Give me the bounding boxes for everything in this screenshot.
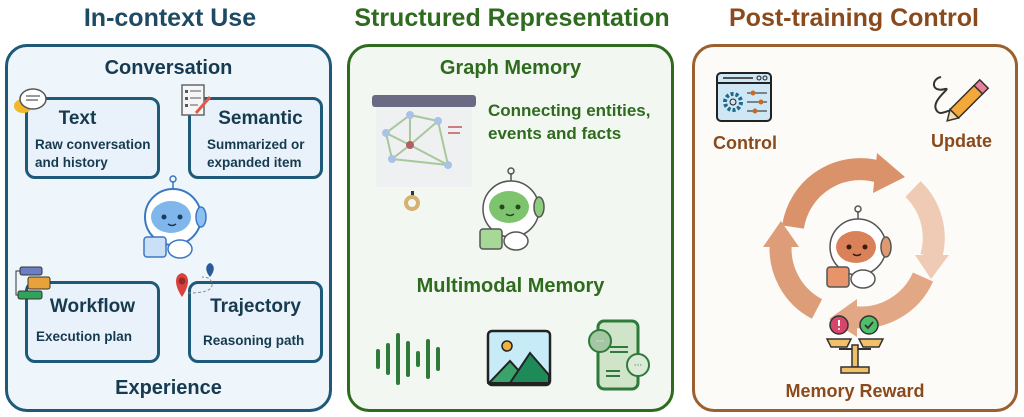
post-training-control-panel: Control Update (692, 44, 1018, 412)
image-landscape-icon (486, 329, 552, 387)
robot-mascot-green (479, 167, 545, 251)
structured-representation-title: Structured Representation (354, 4, 670, 32)
memory-reward-label: Memory Reward (785, 381, 925, 401)
svg-text:···: ··· (634, 361, 643, 371)
balance-scale-icon (825, 315, 885, 374)
trajectory-box: Trajectory Reasoning path (188, 281, 323, 363)
settings-panel-icon (716, 72, 772, 122)
graph-memory-label: Graph Memory (439, 57, 582, 79)
update-label: Update (931, 131, 993, 151)
graph-desc-line-1: Connecting entities, (488, 101, 651, 120)
control-label: Control (713, 133, 777, 153)
semantic-box-title: Semantic (218, 108, 303, 129)
structured-representation-panel: Graph Memory Connecting entities, events… (347, 44, 674, 412)
graph-board-icon (372, 95, 476, 211)
cycle-arrows-icon (763, 153, 949, 337)
map-pins-icon (176, 263, 214, 297)
text-box-subtitle-1: Raw conversation (35, 137, 151, 152)
semantic-box-subtitle-1: Summarized or (207, 137, 305, 152)
workflow-cards-icon (15, 266, 51, 300)
pencil-scribble-icon (933, 76, 990, 122)
in-context-use-title: In-context Use (83, 4, 257, 32)
semantic-box: Semantic Summarized or expanded item (188, 97, 323, 179)
text-box-title: Text (58, 108, 97, 129)
audio-waveform-icon (376, 333, 440, 385)
text-box: Text Raw conversation and history (25, 97, 160, 179)
workflow-box-subtitle: Execution plan (36, 329, 133, 344)
multimodal-memory-label: Multimodal Memory (416, 275, 605, 297)
robot-mascot-orange (826, 205, 892, 289)
phone-chat-icon: ··· ··· (588, 319, 650, 391)
checklist-pencil-icon (181, 84, 212, 116)
trajectory-box-subtitle: Reasoning path (203, 333, 305, 348)
robot-mascot-blue (143, 175, 207, 259)
in-context-use-panel: Conversation Text Raw conversation and h… (5, 44, 332, 412)
graph-desc-line-2: events and facts (488, 124, 622, 143)
post-training-control-title: Post-training Control (729, 4, 979, 32)
workflow-box: Workflow Execution plan (25, 281, 160, 363)
svg-text:···: ··· (596, 337, 605, 347)
chat-bubbles-icon (14, 88, 47, 113)
text-box-subtitle-2: and history (35, 155, 108, 170)
trajectory-box-title: Trajectory (210, 296, 301, 317)
conversation-label: Conversation (104, 57, 233, 79)
semantic-box-subtitle-2: expanded item (207, 155, 302, 170)
workflow-box-title: Workflow (49, 296, 136, 317)
experience-label: Experience (115, 377, 222, 399)
